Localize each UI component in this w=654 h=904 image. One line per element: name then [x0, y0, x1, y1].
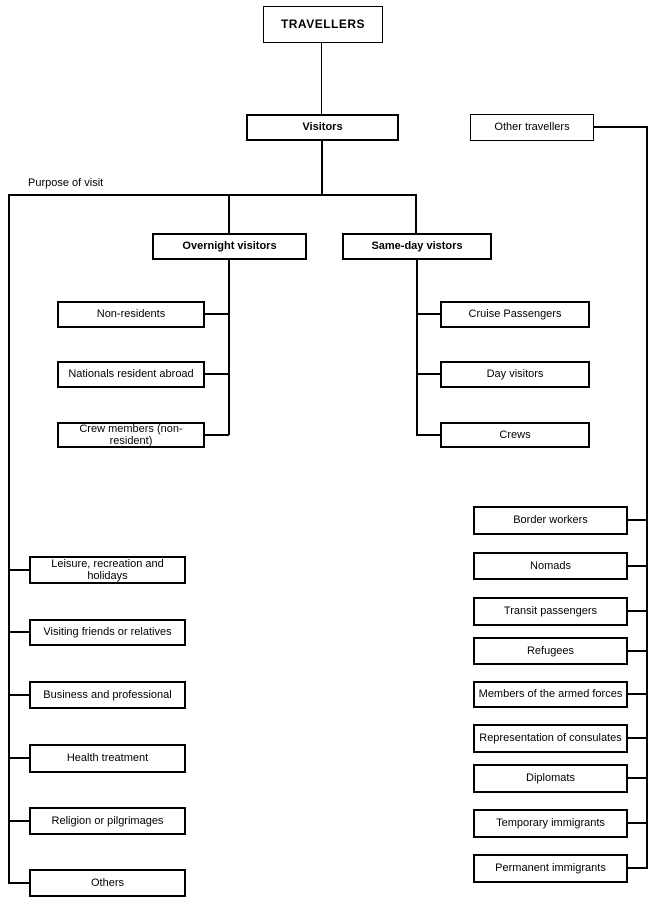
node-overnight-visitors: Overnight visitors [152, 233, 307, 260]
connector-nomads [628, 565, 647, 567]
connector-crews [416, 434, 440, 436]
node-cruise-passengers: Cruise Passengers [440, 301, 590, 328]
connector-non-residents [205, 313, 229, 315]
node-leisure-recreation-holidays: Leisure, recreation and holidays [29, 556, 186, 584]
connector-others [9, 882, 29, 884]
connector-drop-same-day [415, 194, 417, 234]
node-visiting-friends-relatives: Visiting friends or relatives [29, 619, 186, 646]
spine-other-travellers [646, 126, 648, 869]
spine-purpose-of-visit [8, 194, 10, 884]
connector-visitors-stem [321, 141, 323, 196]
node-visitors: Visitors [246, 114, 399, 141]
node-same-day-vistors: Same-day vistors [342, 233, 492, 260]
node-representation-consulates: Representation of consulates [473, 724, 628, 753]
connector-armed-forces [628, 693, 647, 695]
node-crew-members: Crew members (non-resident) [57, 422, 205, 448]
connector-drop-overnight [228, 194, 230, 234]
connector-main-horizontal [8, 194, 417, 196]
node-nomads: Nomads [473, 552, 628, 580]
connector-other-travellers-link [594, 126, 648, 128]
connector-religion [9, 820, 29, 822]
node-temporary-immigrants: Temporary immigrants [473, 809, 628, 838]
purpose-of-visit-label: Purpose of visit [28, 177, 104, 189]
node-travellers: TRAVELLERS [263, 6, 383, 43]
connector-refugees [628, 650, 647, 652]
node-others: Others [29, 869, 186, 897]
node-business-professional: Business and professional [29, 681, 186, 709]
connector-leisure [9, 569, 29, 571]
node-crews: Crews [440, 422, 590, 448]
connector-health [9, 757, 29, 759]
connector-temporary-immigrants [628, 822, 647, 824]
node-transit-passengers: Transit passengers [473, 597, 628, 626]
node-diplomats: Diplomats [473, 764, 628, 793]
connector-cruise-passengers [416, 313, 440, 315]
connector-border-workers [628, 519, 647, 521]
connector-business [9, 694, 29, 696]
node-health-treatment: Health treatment [29, 744, 186, 773]
node-refugees: Refugees [473, 637, 628, 665]
connector-crew-members [205, 434, 229, 436]
node-members-armed-forces: Members of the armed forces [473, 681, 628, 708]
connector-permanent-immigrants [628, 867, 647, 869]
connector-diplomats [628, 777, 647, 779]
connector-nationals-resident-abroad [205, 373, 229, 375]
node-nationals-resident-abroad: Nationals resident abroad [57, 361, 205, 388]
node-religion-pilgrimages: Religion or pilgrimages [29, 807, 186, 835]
stem-same-day-children [416, 259, 418, 436]
stem-overnight-children [228, 259, 230, 435]
node-day-visitors: Day visitors [440, 361, 590, 388]
connector-visiting-friends [9, 631, 29, 633]
node-permanent-immigrants: Permanent immigrants [473, 854, 628, 883]
node-other-travellers: Other travellers [470, 114, 594, 141]
node-non-residents: Non-residents [57, 301, 205, 328]
connector-transit-passengers [628, 610, 647, 612]
connector-day-visitors [416, 373, 440, 375]
connector-travellers-to-visitors [321, 43, 322, 114]
connector-consulates [628, 737, 647, 739]
node-border-workers: Border workers [473, 506, 628, 535]
